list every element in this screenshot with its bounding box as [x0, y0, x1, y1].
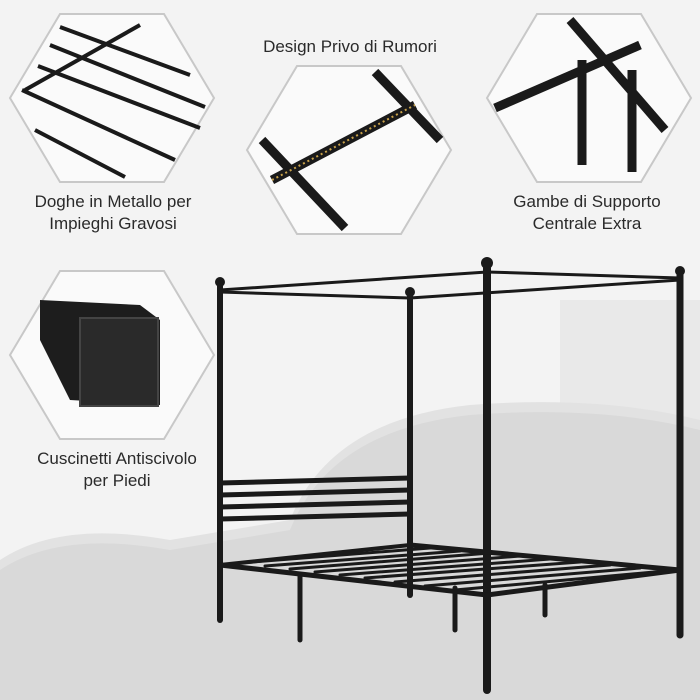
- rubber-strip: [271, 104, 416, 181]
- post-finials: [215, 257, 685, 297]
- feature-caption-noise-free: Design Privo di Rumori: [263, 37, 437, 56]
- feature-caption-support-legs: Gambe di Supporto Centrale Extra: [467, 191, 700, 235]
- caption-line: Centrale Extra: [532, 214, 642, 233]
- canopy-bed-frame: [217, 264, 684, 694]
- caption-line: Doghe in Metallo per: [34, 192, 192, 211]
- feature-caption-metal-slats: Doghe in Metallo per Impieghi Gravosi: [0, 191, 233, 235]
- caption-line: per Piedi: [83, 471, 151, 490]
- hex-non-slip-foot-pad: [8, 270, 216, 440]
- hex-center-support-legs: [485, 13, 693, 183]
- floor-rug-inner: [0, 412, 700, 700]
- feature-caption-foot-pads: Cuscinetti Antiscivolo per Piedi: [0, 448, 237, 492]
- caption-line: Cuscinetti Antiscivolo: [37, 449, 197, 468]
- caption-line: Gambe di Supporto: [513, 192, 661, 211]
- hex-noise-free-design: [245, 65, 453, 235]
- hex-metal-slats: [8, 13, 216, 183]
- caption-line: Impieghi Gravosi: [49, 214, 177, 233]
